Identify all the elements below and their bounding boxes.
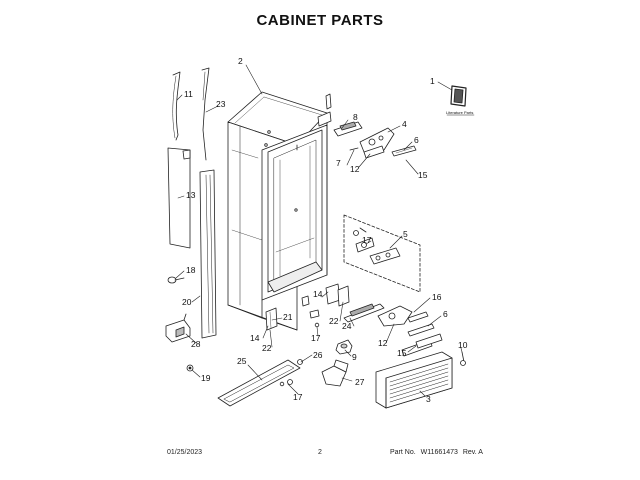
rear-panel: [167, 147, 191, 249]
callout-19: 19: [201, 373, 211, 383]
leader-lines: [175, 64, 463, 397]
upper-hinge-assembly: [333, 121, 417, 159]
callout-24: 24: [342, 321, 352, 331]
callout-4: 4: [402, 119, 407, 129]
screw-19: [186, 364, 194, 372]
toe-grille: [375, 351, 453, 409]
callout-14b: 14: [313, 289, 323, 299]
mounting-brackets: [265, 283, 350, 331]
callout-22b: 22: [262, 343, 272, 353]
lower-hinge-assembly: [343, 303, 435, 337]
hinge-parts-kit: [343, 214, 421, 293]
callout-12: 12: [350, 164, 360, 174]
trim-piece-15: [401, 333, 443, 357]
callout-20: 20: [182, 297, 192, 307]
callout-25: 25: [237, 356, 247, 366]
page-title: CABINET PARTS: [256, 12, 384, 29]
callout-7: 7: [336, 158, 341, 168]
toe-grille-frame: [217, 359, 303, 407]
callout-17b: 17: [311, 333, 321, 343]
footer-part-number: Part No. W11661473 Rev. A: [390, 449, 486, 456]
callout-23: 23: [216, 99, 226, 109]
callout-1: 1: [430, 76, 435, 86]
callout-27: 27: [355, 377, 365, 387]
callout-28: 28: [191, 339, 201, 349]
revision: Rev. A: [462, 449, 483, 456]
callout-3: 3: [426, 394, 431, 404]
literature-parts-booklet: Literature Parts: [446, 85, 475, 116]
callout-15b: 15: [397, 348, 407, 358]
kick-bracket-27: [321, 359, 349, 387]
callout-6b: 6: [443, 309, 448, 319]
part-no-label: Part No.: [390, 449, 416, 456]
callout-9: 9: [352, 352, 357, 362]
callout-12b: 12: [378, 338, 388, 348]
callout-11: 11: [184, 89, 193, 99]
footer-date: 01/25/2023: [167, 449, 203, 456]
callout-18: 18: [186, 265, 196, 275]
callout-26: 26: [313, 350, 323, 360]
footer-page-number: 2: [318, 449, 322, 456]
callout-14: 14: [250, 333, 260, 343]
leveling-leg: [335, 339, 353, 355]
callout-17c: 17: [293, 392, 303, 402]
wire-harness: [172, 71, 181, 141]
callout-22: 22: [329, 316, 339, 326]
callout-10: 10: [458, 340, 468, 350]
callout-6: 6: [414, 135, 419, 145]
hinge-bracket-28: [165, 313, 191, 343]
wire-harness-23: [201, 67, 210, 161]
screw-10: [460, 351, 466, 366]
callout-17: 17: [362, 235, 372, 245]
callout-21: 21: [283, 312, 293, 322]
literature-tag: Literature Parts: [446, 110, 473, 115]
screw-18: [167, 276, 185, 284]
cabinet-body: [227, 91, 332, 331]
part-no-value: W11661473: [420, 449, 458, 456]
callout-8: 8: [353, 112, 358, 122]
callout-5: 5: [403, 229, 408, 239]
callout-15: 15: [418, 170, 428, 180]
callout-2: 2: [238, 56, 243, 66]
callout-16: 16: [432, 292, 442, 302]
side-trim-strip: [199, 169, 217, 339]
callout-13: 13: [186, 190, 196, 200]
